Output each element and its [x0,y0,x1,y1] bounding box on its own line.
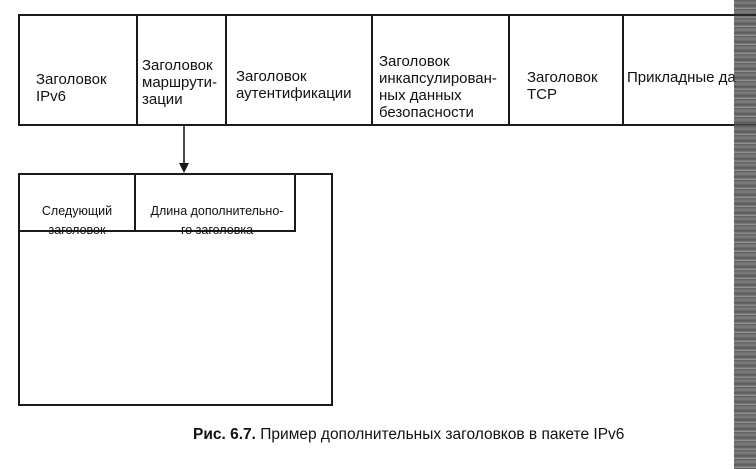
ipv6-packet-row: Заголовок IPv6 Заголовок маршрути- зации… [18,14,756,126]
tcp-header-label: Заголовок TCP [527,69,598,103]
extension-length-label: Длина дополнительно- го заголовка [150,204,284,237]
ipv6-header-cell: Заголовок IPv6 [20,16,138,124]
authentication-header-cell: Заголовок аутентификации [227,16,373,124]
authentication-header-label: Заголовок аутентификации [236,68,352,102]
esp-header-label: Заголовок инкапсулирован- ных данных без… [379,53,497,121]
figure-caption: Рис. 6.7. Пример дополнительных заголовк… [193,426,624,444]
routing-header-cell: Заголовок маршрути- зации [138,16,227,124]
application-data-label: Прикладные да [627,69,736,86]
page-edge-shadow [734,0,756,469]
esp-header-cell: Заголовок инкапсулирован- ных данных без… [373,16,510,124]
tcp-header-cell: Заголовок TCP [510,16,624,124]
extension-header-fields-row: Следующий заголовок Длина дополнительно-… [20,175,296,237]
figure-caption-text: Пример дополнительных заголовков в пакет… [255,426,625,443]
next-header-field: Следующий заголовок [20,175,136,237]
extension-header-box: Следующий заголовок Длина дополнительно-… [18,173,333,406]
arrow-down-icon [179,126,189,173]
application-data-cell: Прикладные да [624,16,756,124]
next-header-label: Следующий заголовок [41,204,113,237]
extension-length-field: Длина дополнительно- го заголовка [136,175,294,237]
figure-number: Рис. 6.7. [193,426,256,443]
ipv6-header-label: Заголовок IPv6 [36,71,107,105]
routing-header-label: Заголовок маршрути- зации [142,57,217,108]
